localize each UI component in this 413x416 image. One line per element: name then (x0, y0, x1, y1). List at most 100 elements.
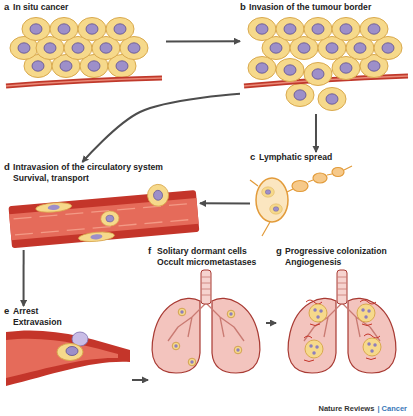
panel: dIntravasion of the circulatory systemSu… (4, 162, 200, 250)
heading-lines: Progressive colonizationAngiogenesis (285, 246, 387, 267)
panel-title: Arrest (13, 306, 62, 317)
panel-letter: c (250, 152, 259, 163)
cell-nucleus (90, 234, 102, 240)
heading-lines: Intravasion of the circulatory systemSur… (13, 162, 163, 183)
progression-arrow (200, 202, 250, 204)
tumour-cell (106, 18, 134, 41)
progression-arrow (266, 322, 276, 324)
lymph-node (256, 178, 288, 222)
heading-lines: ArrestExtravasion (13, 306, 62, 327)
tumour-cell (360, 18, 388, 41)
cell-nucleus (48, 204, 60, 210)
vessel-lumen (6, 339, 118, 378)
dormant-cell (178, 308, 186, 316)
panel: gProgressive colonizationAngiogenesis (276, 246, 410, 386)
dormant-cell (227, 310, 235, 318)
panel-letter: e (4, 306, 13, 327)
lungs (152, 270, 260, 373)
progression-arrow (166, 40, 240, 42)
lungs (288, 270, 396, 373)
in-situ-cluster (6, 18, 162, 87)
panel: cLymphatic spread (250, 152, 350, 238)
lymph-bead (292, 181, 308, 192)
endothelial-cell (78, 231, 115, 243)
lymphatic-vessel (250, 166, 352, 236)
tumour-cell (304, 18, 332, 41)
invading-cell (318, 88, 346, 111)
metastasis (309, 304, 327, 322)
metastasis (363, 338, 381, 356)
panel: eArrestExtravasion (4, 306, 132, 406)
panel-title: Invasion of the tumour border (249, 2, 371, 13)
metastasis (305, 340, 323, 358)
narrow-vessel (6, 330, 130, 386)
panel-title: Progressive colonization (285, 246, 387, 257)
lymph-cell (270, 204, 283, 214)
tumour-cell (276, 59, 304, 82)
journal-credit: Nature Reviews (319, 404, 375, 413)
panel-title: Extravasion (13, 317, 62, 328)
panel: bInvasion of the tumour border (240, 2, 410, 114)
panel-letter: f (148, 246, 157, 267)
panel-letter: g (276, 246, 285, 267)
heading-lines: Solitary dormant cellsOccult micrometast… (157, 246, 256, 267)
metastasis (357, 304, 375, 322)
progression-arrow (23, 250, 25, 306)
invading-cell (286, 84, 314, 107)
progression-arrow (315, 114, 317, 152)
tumour-cell (248, 57, 276, 80)
tumour-cell (248, 18, 276, 41)
tumour-cell (304, 63, 332, 86)
invading-cluster (244, 18, 408, 111)
circulating-cell (100, 210, 119, 226)
endothelial-cell (35, 201, 72, 213)
heading-lines: Invasion of the tumour border (249, 2, 371, 13)
panel-letter: a (4, 2, 13, 13)
tumour-cell (22, 18, 50, 41)
new-vessels (304, 300, 380, 362)
metastases (304, 300, 381, 362)
panel-heading: aIn situ cancer (4, 2, 166, 13)
lymph-cell (262, 187, 275, 197)
vessel-wall (6, 330, 130, 386)
dormant-cell (172, 342, 180, 350)
dormant-cell (234, 346, 242, 354)
dormant-cell (188, 358, 196, 366)
panel: fSolitary dormant cellsOccult micrometas… (148, 246, 266, 386)
credit-line: Nature Reviews| Cancer (319, 404, 407, 413)
journal-credit: | Cancer (377, 404, 407, 413)
panel-heading: bInvasion of the tumour border (240, 2, 410, 13)
panel: aIn situ cancer (4, 2, 166, 90)
tumour-cell (276, 18, 304, 41)
basement-membrane (6, 78, 162, 86)
tumour-cell (332, 57, 360, 80)
tumour-cell (50, 18, 78, 41)
panel-letter: d (4, 162, 13, 183)
cell-nucleus (66, 347, 78, 356)
panel-title: Lymphatic spread (259, 152, 332, 163)
tumour-cell (78, 18, 106, 41)
nuclei (311, 310, 375, 353)
heading-lines: Lymphatic spread (259, 152, 332, 163)
membrane-highlight (6, 78, 162, 86)
panel-letter: b (240, 2, 249, 13)
panel-title: Solitary dormant cells (157, 246, 256, 257)
lymph-bead (313, 173, 327, 183)
heading-lines: In situ cancer (13, 2, 68, 13)
panel-heading: gProgressive colonizationAngiogenesis (276, 246, 410, 267)
panel-title: Occult micrometastases (157, 257, 256, 268)
vessel-wall (8, 190, 199, 248)
progression-arrow (82, 94, 240, 162)
tumour-cell (332, 18, 360, 41)
panel-title: In situ cancer (13, 2, 68, 13)
blood-vessel (8, 181, 200, 249)
panel-title: Angiogenesis (285, 257, 387, 268)
panel-title: Intravasion of the circulatory system (13, 162, 163, 173)
progression-arrow (132, 379, 148, 381)
panel-title: Survival, transport (13, 173, 163, 184)
arrested-cell (57, 344, 83, 361)
panel-heading: eArrestExtravasion (4, 306, 132, 327)
